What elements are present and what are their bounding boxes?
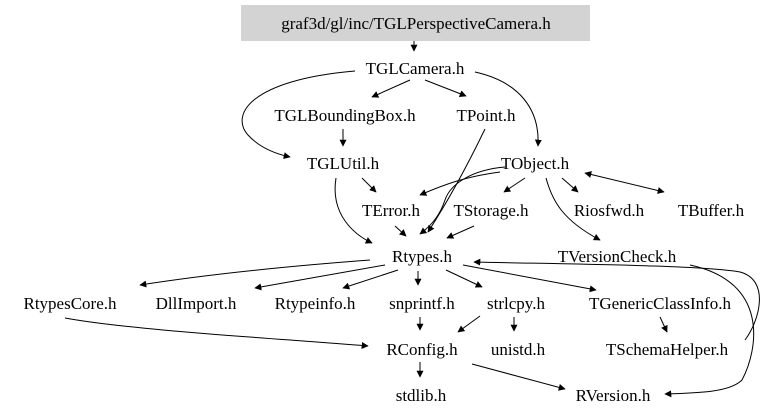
edge-rtypes-strlcpy <box>445 269 483 288</box>
node-terror: TError.h <box>362 201 421 220</box>
node-tgenericclassinfo: TGenericClassInfo.h <box>589 294 732 313</box>
edge-rtypes-rtypescore <box>139 259 371 288</box>
node-dllimport: DllImport.h <box>156 294 237 313</box>
node-tglcamera: TGLCamera.h <box>366 59 465 78</box>
node-tschemahelper: TSchemaHelper.h <box>606 340 729 359</box>
edge-terror-rtypes <box>394 225 407 237</box>
node-rtypeinfo: Rtypeinfo.h <box>275 294 356 313</box>
edge-tobject-tstorage <box>503 177 526 193</box>
edges <box>64 41 760 398</box>
node-stdlib: stdlib.h <box>396 386 447 405</box>
edge-rtypescore-rconfig <box>64 317 369 349</box>
edge-tschemahelper-rtypes <box>473 258 760 341</box>
edge-strlcpy-rconfig <box>457 315 481 333</box>
edge-tglcamera-tglutil <box>241 70 356 160</box>
node-rtypescore: RtypesCore.h <box>23 294 117 313</box>
node-riosfwd: Riosfwd.h <box>574 201 645 220</box>
edge-tobject-rtypes <box>419 166 506 235</box>
nodes: graf3d/gl/inc/TGLPerspectiveCamera.h TGL… <box>23 14 744 405</box>
edge-tgenericclassinfo-tschemahelper <box>659 316 668 333</box>
node-root: graf3d/gl/inc/TGLPerspectiveCamera.h <box>281 14 551 33</box>
edge-tobject-tversioncheck <box>545 177 601 241</box>
edge-tglutil-rtypes <box>334 177 373 244</box>
node-tstorage: TStorage.h <box>453 201 529 220</box>
edge-tversioncheck-rversion <box>664 264 755 398</box>
node-snprintf: snprintf.h <box>389 294 455 313</box>
edge-tglcamera-tglboundingbox <box>371 79 411 98</box>
node-tpoint: TPoint.h <box>456 106 516 125</box>
node-strlcpy: strlcpy.h <box>487 294 545 313</box>
edge-tobject-tbuffer <box>584 171 665 194</box>
edge-rtypes-dllimport <box>254 264 386 291</box>
node-rtypes: Rtypes.h <box>392 247 452 266</box>
edge-tpoint-rtypes <box>427 128 486 233</box>
edge-tglcamera-tpoint <box>424 79 467 97</box>
node-tglboundingbox: TGLBoundingBox.h <box>274 106 416 125</box>
edge-tobject-riosfwd <box>561 177 579 193</box>
edge-rconfig-rversion <box>471 363 566 391</box>
root-node-box <box>241 5 590 41</box>
node-tobject: TObject.h <box>501 154 570 173</box>
edge-tstorage-rtypes <box>446 225 475 239</box>
node-tbuffer: TBuffer.h <box>678 201 745 220</box>
edge-tglcamera-tobject <box>474 71 542 147</box>
node-tglutil: TGLUtil.h <box>307 154 380 173</box>
node-rconfig: RConfig.h <box>386 340 458 359</box>
node-tversioncheck: TVersionCheck.h <box>558 247 677 266</box>
edge-rtypes-rtypeinfo <box>342 269 399 290</box>
edge-rtypes-tgenericclassinfo <box>462 264 597 293</box>
node-rversion: RVersion.h <box>576 386 651 405</box>
edge-tglutil-terror <box>361 177 377 193</box>
node-unistd: unistd.h <box>491 340 546 359</box>
edge-tobject-terror <box>419 171 501 196</box>
